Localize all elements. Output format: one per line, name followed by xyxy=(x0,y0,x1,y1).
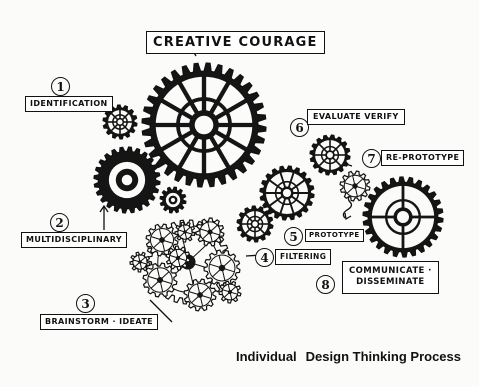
filtering-gear xyxy=(236,205,274,243)
creative-courage-gear xyxy=(141,62,267,188)
diagram-title: CREATIVE COURAGE xyxy=(153,35,318,50)
brainstorm-gear-6 xyxy=(183,278,217,312)
brainstorm-gear-4 xyxy=(203,249,241,287)
step-number-5: 5 xyxy=(284,227,303,246)
small-gear xyxy=(159,186,187,214)
step-box-1: IDENTIFICATION xyxy=(25,96,113,112)
step-number-4: 4 xyxy=(255,248,274,267)
step-box-8: COMMUNICATE · DISSEMINATE xyxy=(342,261,439,294)
step-number-6: 6 xyxy=(290,118,309,137)
step-number-2: 2 xyxy=(50,213,69,232)
reprototype-gear xyxy=(339,170,371,202)
brainstorm-gear-5 xyxy=(142,262,178,298)
identification-gear xyxy=(102,104,138,140)
caption-part1: Individual xyxy=(236,349,297,364)
step-box-4: FILTERING xyxy=(275,249,332,265)
step-box-6: EVALUATE VERIFY xyxy=(307,109,405,125)
step-number-8: 8 xyxy=(316,275,335,294)
step-label-2: MULTIDISCIPLINARY xyxy=(26,235,123,244)
multidisciplinary-gear xyxy=(93,146,161,214)
step-box-7: RE-PROTOTYPE xyxy=(381,150,465,166)
step-label-1: IDENTIFICATION xyxy=(30,99,108,108)
brainstorm-gear-9 xyxy=(218,280,242,304)
step-number-3: 3 xyxy=(76,294,95,313)
caption: Individual Design Thinking Process xyxy=(236,349,461,364)
communicate-gear xyxy=(362,176,444,258)
evaluate-gear xyxy=(309,134,351,176)
brainstorm-gear-8 xyxy=(129,251,151,273)
step-label-5: PROTOTYPE xyxy=(309,231,360,239)
step-box-2: MULTIDISCIPLINARY xyxy=(21,232,128,248)
arrow-head xyxy=(344,212,352,221)
step-number-1: 1 xyxy=(51,77,70,96)
step-label-3: BRAINSTORM · IDEATE xyxy=(45,317,154,326)
brainstorm-gear-7 xyxy=(165,245,191,271)
step-label-8-line1: COMMUNICATE · xyxy=(349,266,432,276)
step-number-7: 7 xyxy=(362,149,381,168)
brainstorm-gear-3 xyxy=(195,217,225,247)
title-box: CREATIVE COURAGE xyxy=(146,31,325,54)
step-label-6: EVALUATE VERIFY xyxy=(313,112,399,121)
brainstorm-gear-10 xyxy=(174,221,196,243)
center-gear xyxy=(259,165,315,221)
step-label-8-line2: DISSEMINATE xyxy=(356,277,425,288)
connector-line xyxy=(149,299,173,323)
brainstorm-gear-2 xyxy=(145,223,179,257)
step-box-5: PROTOTYPE xyxy=(305,229,364,242)
arrow-head xyxy=(99,204,109,213)
step-label-7: RE-PROTOTYPE xyxy=(386,153,460,162)
step-box-3: BRAINSTORM · IDEATE xyxy=(40,314,159,330)
caption-part2: Design Thinking Process xyxy=(305,349,461,364)
step-label-4: FILTERING xyxy=(280,252,327,261)
squiggle-arrow xyxy=(342,193,353,219)
